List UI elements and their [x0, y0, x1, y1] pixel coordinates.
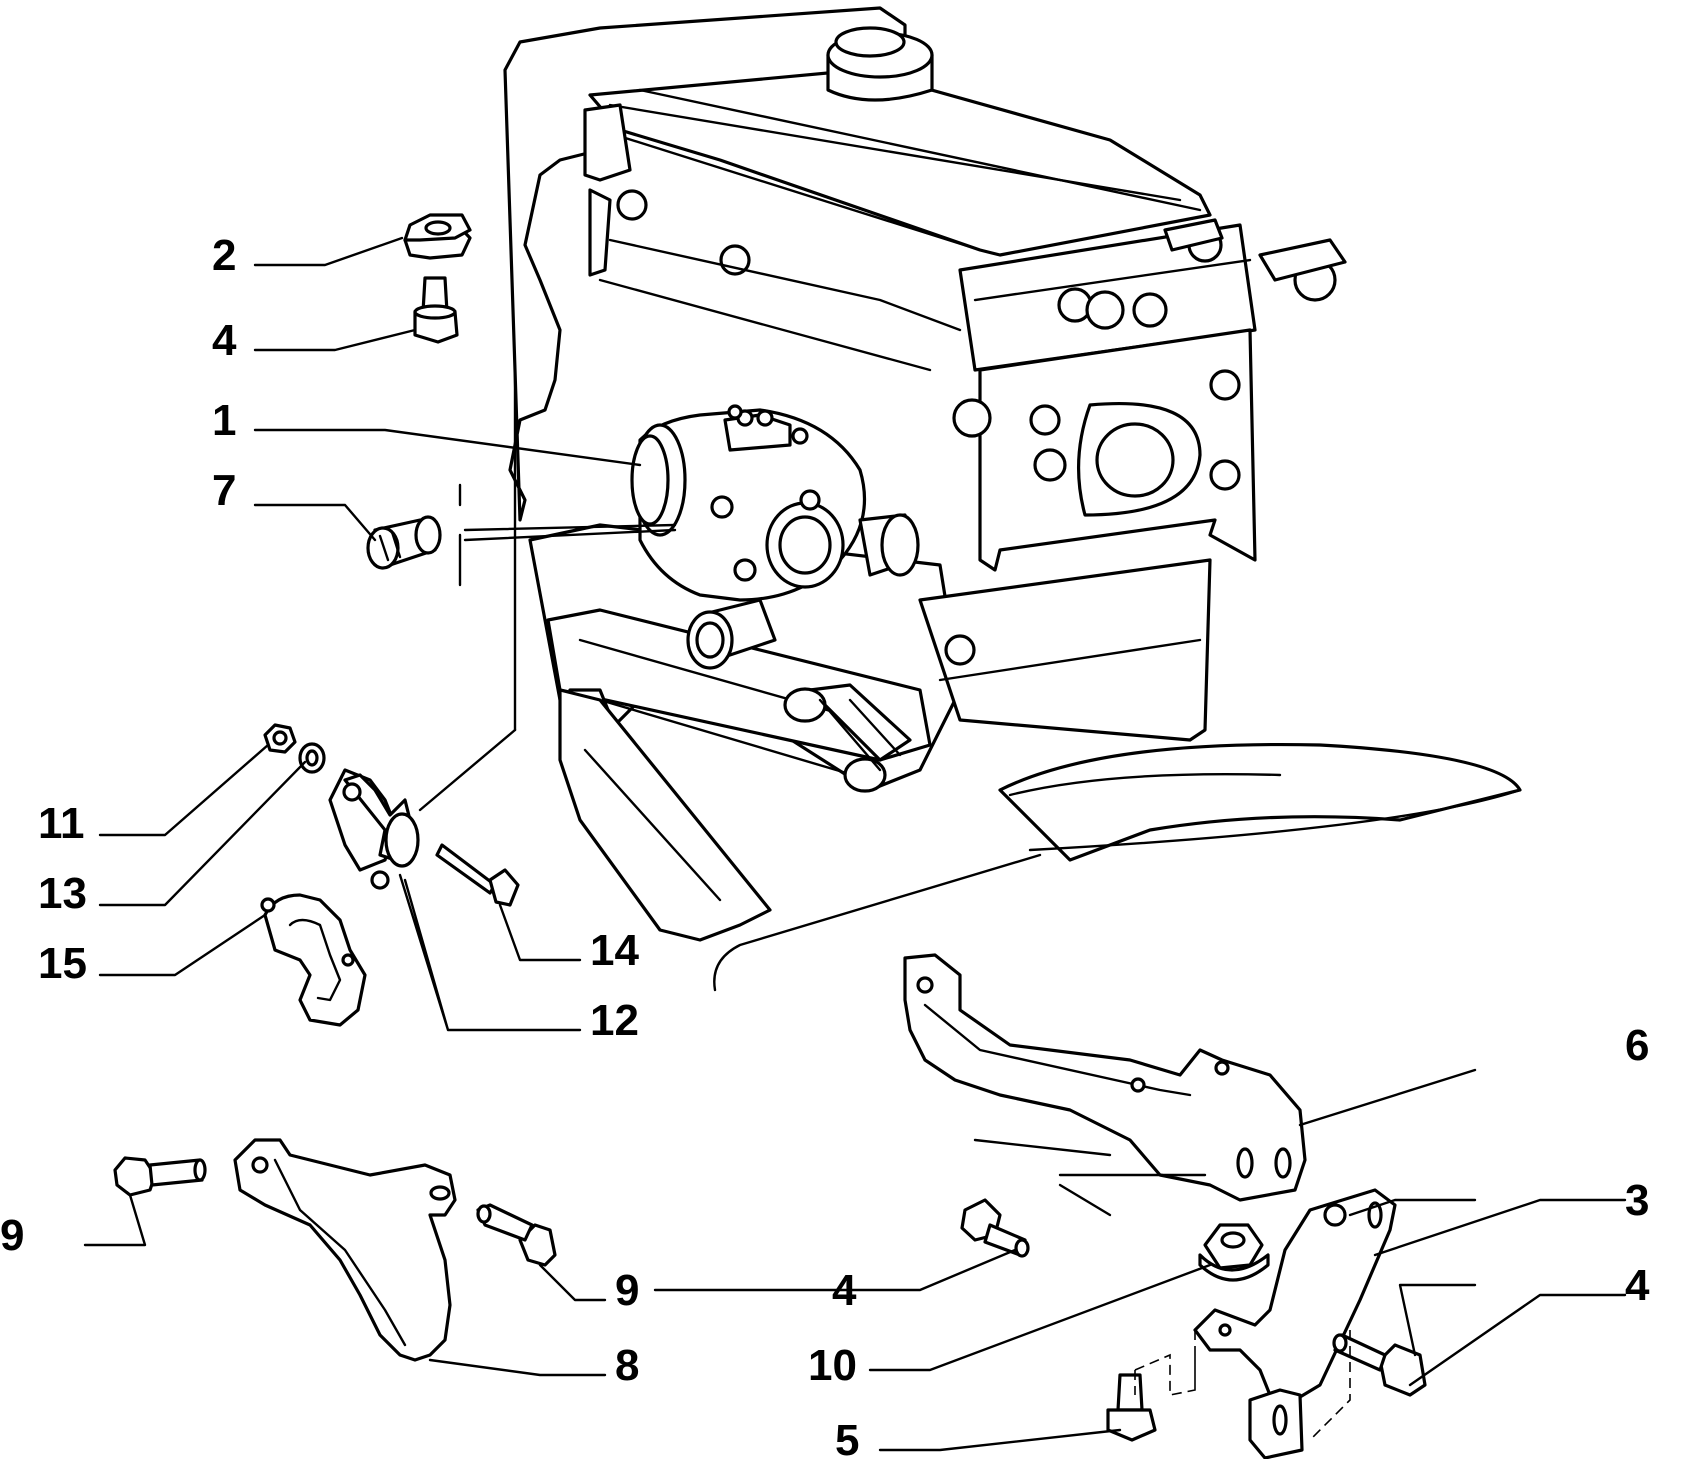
engine-block — [418, 6, 1522, 992]
bolt-right — [1332, 1333, 1427, 1397]
callout-4-right: 4 — [1625, 1261, 1650, 1310]
callout-7: 7 — [212, 466, 236, 515]
callout-5: 5 — [835, 1416, 859, 1459]
callout-13: 13 — [38, 869, 87, 918]
callout-10: 10 — [808, 1341, 857, 1390]
callout-9-right: 9 — [615, 1266, 639, 1315]
bolt-9-right — [476, 1203, 557, 1267]
callout-6: 6 — [1625, 1021, 1649, 1070]
gasket — [260, 893, 367, 1027]
callout-2: 2 — [212, 231, 236, 280]
long-bolt — [435, 843, 520, 907]
flanged-nut — [1198, 1223, 1270, 1282]
small-nut — [263, 723, 297, 754]
bolt-left — [113, 1156, 207, 1197]
callout-8: 8 — [615, 1341, 639, 1390]
callout-12: 12 — [590, 996, 639, 1045]
callout-14: 14 — [590, 926, 639, 975]
shield-bracket — [233, 1138, 457, 1362]
callout-15: 15 — [38, 939, 87, 988]
water-pump-housing — [630, 404, 920, 670]
bracket-large — [903, 953, 1307, 1217]
callout-1: 1 — [212, 396, 236, 445]
stud-bolt-top — [413, 276, 459, 344]
stud-bottom — [1106, 1373, 1157, 1442]
pipe-clamp — [328, 768, 420, 890]
callout-4-top: 4 — [212, 316, 237, 365]
leader-lines — [83, 236, 1627, 1452]
callout-labels: 2 4 1 7 11 13 15 14 12 6 3 4 4 10 5 9 9 … — [0, 231, 1650, 1459]
hex-nut-top — [403, 213, 472, 260]
bolt-middle — [960, 1198, 1030, 1258]
bracket-small — [1193, 1188, 1397, 1459]
callout-4-middle: 4 — [832, 1266, 857, 1315]
pipe-connector — [366, 515, 442, 570]
callout-9-left: 9 — [0, 1211, 24, 1260]
callout-3: 3 — [1625, 1176, 1649, 1225]
callout-11: 11 — [38, 799, 85, 848]
washer — [298, 742, 326, 774]
